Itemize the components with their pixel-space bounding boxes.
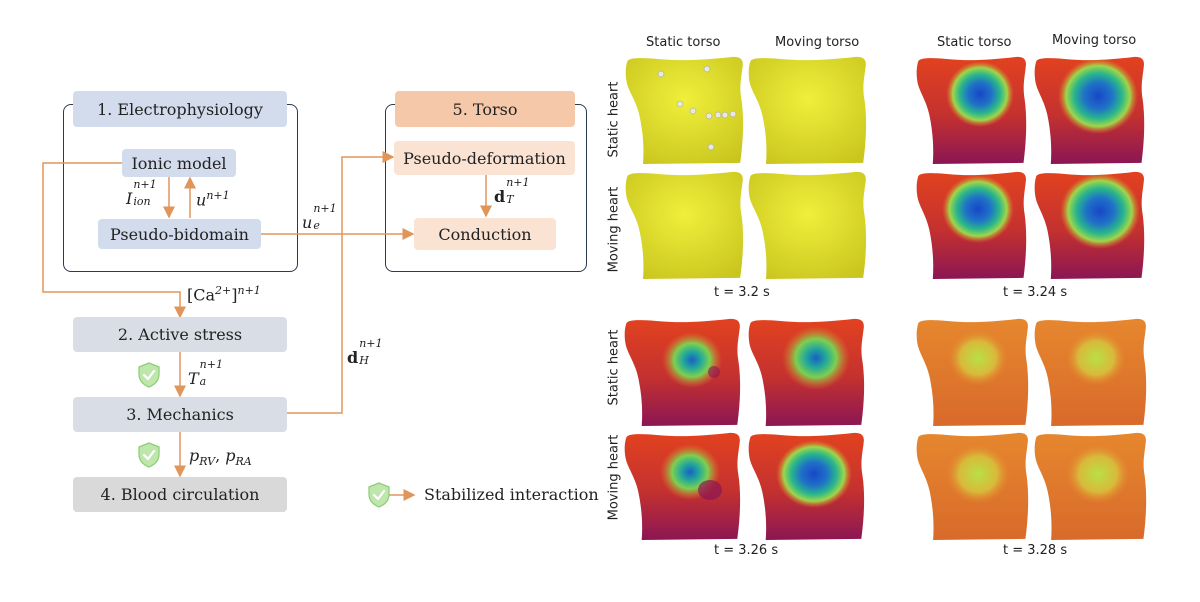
shield-icon <box>138 362 160 388</box>
shield-icon <box>138 442 160 468</box>
arrow-mechanics-to-deformation <box>287 151 395 414</box>
col-header-static-torso: Static torso <box>937 35 1012 50</box>
row-label-static-heart: Static heart <box>606 329 622 406</box>
col-header-moving-torso: Moving torso <box>1052 33 1137 48</box>
torso-render-moving-moving <box>1034 432 1147 540</box>
label-calcium: [Ca2+]n+1 <box>187 284 261 305</box>
shield-icon <box>368 482 390 508</box>
torso-render-moving-moving <box>1034 171 1145 279</box>
blood-circulation-box: 4. Blood circulation <box>73 477 287 512</box>
torso-render-moving-static <box>624 432 741 540</box>
col-header-moving-torso: Moving torso <box>775 35 860 50</box>
torso-render-static-static <box>624 318 741 426</box>
time-label: t = 3.2 s <box>714 285 770 300</box>
pseudo-deformation-box: Pseudo-deformation <box>394 141 575 175</box>
row-label-moving-heart: Moving heart <box>606 186 622 273</box>
torso-title: 5. Torso <box>395 91 575 127</box>
time-label: t = 3.24 s <box>1003 285 1068 300</box>
arrow-ionic-to-active-stress <box>42 162 186 319</box>
col-header-static-torso: Static torso <box>646 35 721 50</box>
torso-render-static-static <box>916 56 1027 164</box>
torso-render-static-moving <box>748 318 865 426</box>
row-label-static-heart: Static heart <box>606 81 622 158</box>
torso-render-moving-moving <box>748 432 865 540</box>
conduction-box: Conduction <box>414 218 556 250</box>
pseudo-bidomain-box: Pseudo-bidomain <box>98 219 261 249</box>
torso-render-static-moving <box>748 56 867 164</box>
legend-label: Stabilized interaction <box>424 485 599 504</box>
ionic-model-box: Ionic model <box>122 149 236 177</box>
torso-render-static-moving <box>1034 56 1145 164</box>
label-u: un+1 <box>196 189 230 210</box>
torso-render-moving-static <box>916 432 1029 540</box>
electrophysiology-title: 1. Electrophysiology <box>73 91 287 127</box>
torso-render-moving-static <box>625 171 744 279</box>
label-pressures: pRV, pRA <box>189 446 252 469</box>
torso-render-static-moving <box>1034 318 1147 426</box>
active-stress-box: 2. Active stress <box>73 317 287 352</box>
mechanics-box: 3. Mechanics <box>73 397 287 432</box>
row-label-moving-heart: Moving heart <box>606 434 622 521</box>
torso-render-moving-static <box>916 171 1027 279</box>
time-label: t = 3.26 s <box>714 543 779 558</box>
torso-render-static-static <box>625 56 744 164</box>
time-label: t = 3.28 s <box>1003 543 1068 558</box>
torso-render-moving-moving <box>748 171 867 279</box>
torso-render-static-static <box>916 318 1029 426</box>
